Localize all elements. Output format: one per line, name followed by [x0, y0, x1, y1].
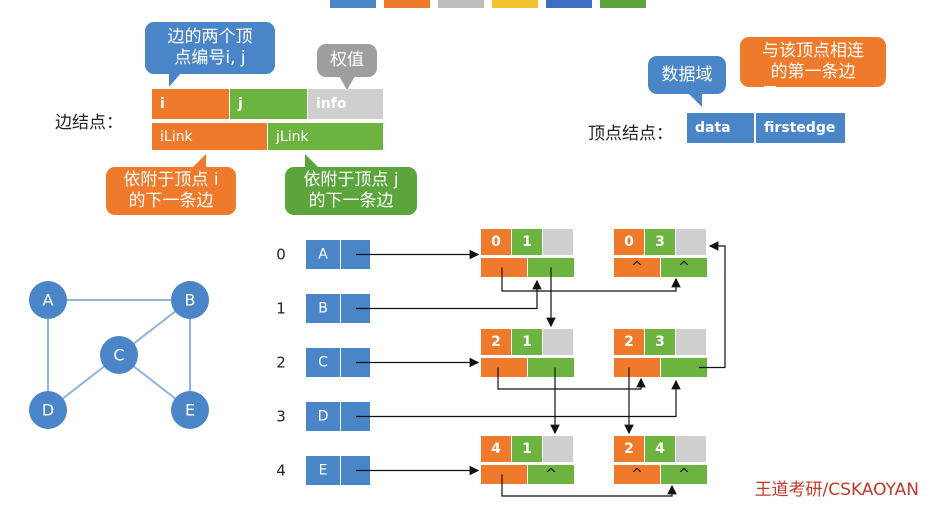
vertex-data-label: D	[318, 409, 329, 425]
edge-node-ilink-null: ^	[631, 467, 643, 483]
edge-node-i-label: 4	[491, 441, 501, 457]
graph-node-E	[171, 391, 209, 429]
edge-node-jlink-null: ^	[678, 467, 690, 483]
edge-node-ilink	[481, 258, 527, 277]
vertex-data-cell	[306, 456, 340, 485]
graph-node-D	[29, 391, 67, 429]
edge-node-j	[512, 329, 542, 355]
vertex-index-1: 1	[276, 300, 286, 318]
edge-node-j	[645, 229, 675, 255]
graph-node-B	[171, 281, 209, 319]
edge-field-i: i	[152, 89, 230, 119]
edge-node-ilink	[614, 465, 660, 484]
bubble-vertex-numbers: 边的两个顶 点编号i, j	[145, 22, 275, 87]
edge-node-j	[645, 329, 675, 355]
vertex-data-cell	[306, 348, 340, 377]
edge-node-jlink-null: ^	[678, 260, 690, 276]
top-color-strip	[330, 0, 646, 10]
graph-node-label-C: C	[113, 346, 124, 365]
edge-node-j-label: 4	[655, 441, 665, 457]
edge-node-i-label: 2	[624, 334, 634, 350]
edge-field-ilink: iLink	[152, 123, 268, 150]
bubble-weight: 权值	[317, 44, 377, 90]
bubble-first-edge-note: 与该顶点相连 的第一条边	[740, 37, 886, 100]
vertex-index-4: 4	[276, 462, 286, 480]
edge-node-ilink	[481, 358, 527, 377]
link-23-jlink	[699, 241, 726, 369]
edge-node-info	[543, 329, 573, 355]
edge-node-jlink	[528, 358, 574, 377]
watermark: 王道考研/CSKAOYAN	[754, 480, 919, 500]
edge-node-j	[645, 436, 675, 462]
link-01-ilink	[501, 267, 681, 292]
edge-node-i	[481, 229, 511, 255]
edge-node-ilink	[614, 258, 660, 277]
edge-node-j-label: 1	[522, 334, 532, 350]
vertex-index-0: 0	[276, 246, 286, 264]
edge-node-j-label: 3	[655, 334, 665, 350]
edge-field-jlink: jLink	[268, 123, 384, 150]
graph-node-label-D: D	[42, 401, 54, 420]
vertex-field-firstedge: firstedge	[756, 113, 846, 143]
vertex-data-label: E	[319, 463, 328, 479]
vertex-data-label: C	[318, 355, 328, 371]
edge-field-info: info	[308, 89, 384, 119]
edge-node-j-label: 1	[522, 234, 532, 250]
vertex-node-title: 顶点结点：	[588, 124, 673, 144]
edge-node-i-label: 2	[624, 441, 634, 457]
firstedge-D	[356, 379, 681, 418]
vertex-index-2: 2	[276, 354, 286, 372]
edge-node-ilink-null: ^	[631, 260, 643, 276]
graph-node-A	[29, 281, 67, 319]
graph-node-label-E: E	[185, 401, 195, 420]
edge-node-jlink	[528, 465, 574, 484]
edge-node-info	[676, 229, 706, 255]
bubble-jlink-note: 依附于顶点 j 的下一条边	[285, 154, 417, 215]
edge-node-j-label: 1	[522, 441, 532, 457]
graph-node-label-B: B	[185, 291, 196, 310]
edge-node-info	[543, 436, 573, 462]
edge-node-jlink	[661, 258, 707, 277]
edge-node-info	[543, 229, 573, 255]
vertex-data-cell	[306, 294, 340, 323]
bubble-ilink-note: 依附于顶点 i 的下一条边	[106, 154, 236, 215]
edge-node-info	[676, 329, 706, 355]
edge-node-i	[614, 229, 644, 255]
link-21-ilink	[497, 367, 646, 390]
bubble-data-field: 数据域	[648, 56, 726, 107]
edge-node-i	[481, 329, 511, 355]
firstedge-B	[356, 279, 542, 310]
vertex-data-label: A	[318, 247, 328, 263]
edge-node-ilink	[614, 358, 660, 377]
edge-node-i-label: 2	[491, 334, 501, 350]
vertex-data-cell	[306, 240, 340, 269]
edge-node-i	[481, 436, 511, 462]
edge-field-j: j	[230, 89, 308, 119]
edge-node-jlink-null: ^	[545, 467, 557, 483]
edge-node-i	[614, 329, 644, 355]
vertex-data-cell	[306, 402, 340, 431]
vertex-index-3: 3	[276, 408, 286, 426]
vertex-field-data: data	[687, 113, 755, 143]
edge-node-j	[512, 436, 542, 462]
vertex-data-label: B	[318, 301, 328, 317]
edge-node-jlink	[661, 465, 707, 484]
link-41-ilink	[501, 474, 677, 497]
edge-node-j-label: 3	[655, 234, 665, 250]
edge-node-title: 边结点：	[55, 113, 123, 133]
edge-node-i	[614, 436, 644, 462]
edge-node-j	[512, 229, 542, 255]
graph-node-C	[100, 336, 138, 374]
edge-node-jlink	[661, 358, 707, 377]
edge-node-i-label: 0	[624, 234, 634, 250]
edge-node-i-label: 0	[491, 234, 501, 250]
edge-node-info	[676, 436, 706, 462]
edge-node-ilink	[481, 465, 527, 484]
graph-node-label-A: A	[43, 291, 54, 310]
